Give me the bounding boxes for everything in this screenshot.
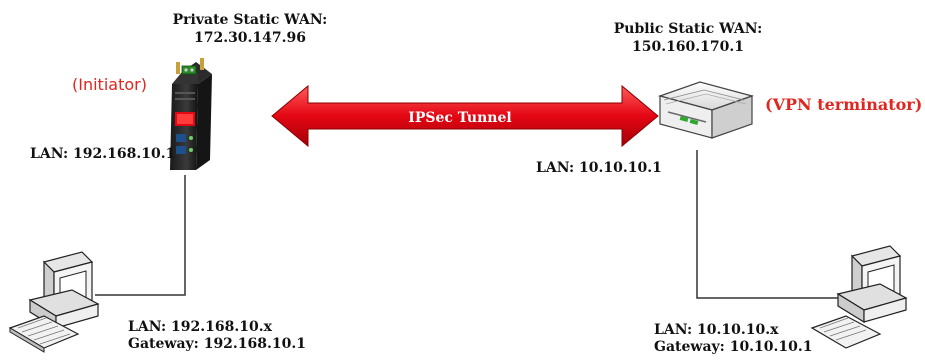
vpn-terminator-role-label: (VPN terminator) xyxy=(765,95,923,114)
left-pc-gateway: Gateway: 192.168.10.1 xyxy=(128,336,306,352)
left-link-line xyxy=(95,175,186,296)
ipsec-tunnel-arrow xyxy=(271,84,659,148)
right-wan-ip: 150.160.170.1 xyxy=(631,39,745,55)
left-wan-ip: 172.30.147.96 xyxy=(193,30,307,46)
right-router-lan: LAN: 10.10.10.1 xyxy=(536,160,662,176)
tunnel-label: IPSec Tunnel xyxy=(408,110,511,126)
right-link-line xyxy=(696,150,843,299)
left-router-lan: LAN: 192.168.10.1 xyxy=(30,146,176,162)
right-wan-title: Public Static WAN: xyxy=(613,21,763,37)
initiator-role-label: (Initiator) xyxy=(72,75,147,94)
vpn-router-icon xyxy=(657,81,755,139)
right-desktop-computer-icon xyxy=(810,245,908,349)
right-pc-lan: LAN: 10.10.10.x xyxy=(654,322,779,338)
left-desktop-computer-icon xyxy=(8,251,100,353)
industrial-router-icon xyxy=(170,58,212,170)
left-pc-lan: LAN: 192.168.10.x xyxy=(128,319,272,335)
right-pc-gateway: Gateway: 10.10.10.1 xyxy=(654,339,813,355)
left-wan-title: Private Static WAN: xyxy=(172,12,328,28)
